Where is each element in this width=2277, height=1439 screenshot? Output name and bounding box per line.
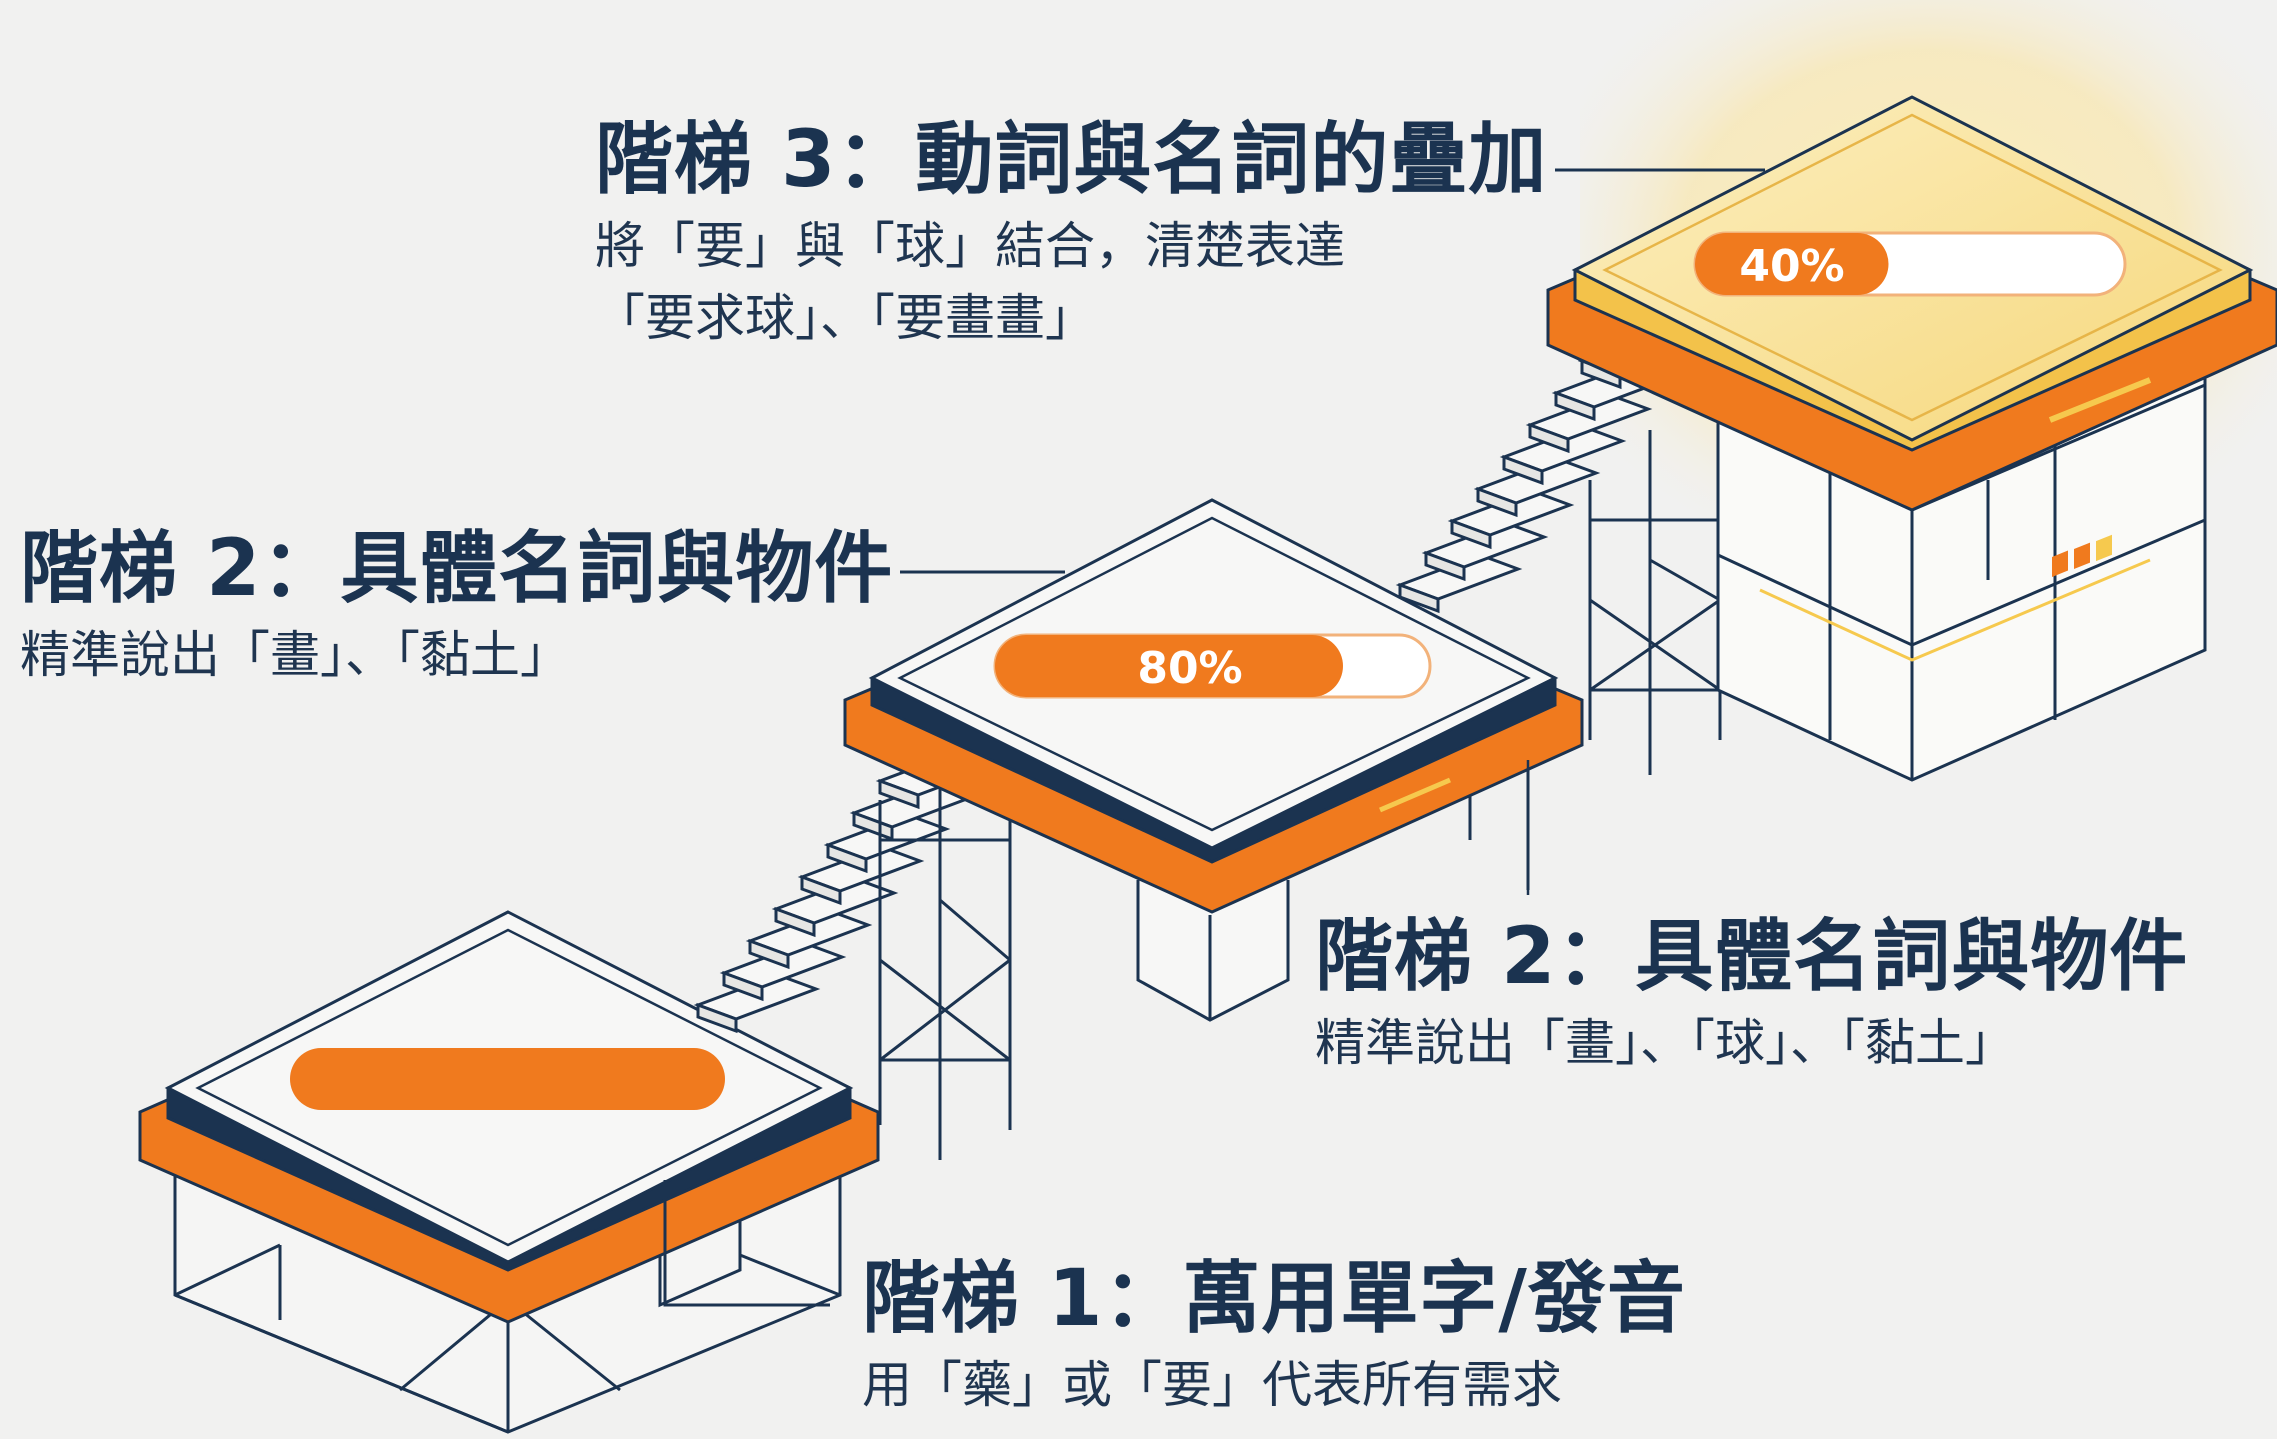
step2-left-label: 階梯 2：具體名詞與物件 精準說出「畫」、「黏土」 (20, 524, 894, 692)
upper-stair-riser (1502, 454, 1544, 486)
progress-bar-step1 (290, 1048, 725, 1110)
step2-right-label: 階梯 2：具體名詞與物件 精準說出「畫」、「球」、「黏土」 (1315, 912, 2189, 1080)
step2-left-title: 階梯 2：具體名詞與物件 (20, 524, 894, 614)
platform-step3 (1546, 95, 2277, 782)
upper-stair-riser (1554, 390, 1596, 422)
step2-left-line1: 精準說出「畫」、「黏土」 (20, 625, 570, 684)
lower-stair-riser (696, 1002, 738, 1034)
progress-bar-step2: 80% (993, 633, 1432, 699)
upper-stair-riser (1476, 486, 1518, 518)
upper-stair-riser (1450, 518, 1492, 550)
step1-description: 用「藥」或「要」代表所有需求 (862, 1349, 1686, 1422)
lower-stair-riser (722, 970, 764, 1002)
step3-title: 階梯 3：動詞與名詞的疊加 (595, 115, 1548, 205)
decorative-squares (2052, 534, 2112, 577)
upper-stair-riser (1398, 582, 1440, 614)
leader-lines (663, 168, 1765, 1307)
upper-stair-riser (1528, 422, 1570, 454)
step1-label: 階梯 1：萬用單字/發音 用「藥」或「要」代表所有需求 (862, 1254, 1686, 1422)
platform-step1 (138, 910, 880, 1434)
lower-stair-riser (878, 778, 920, 810)
step1-title: 階梯 1：萬用單字/發音 (862, 1254, 1686, 1344)
step2-right-description: 精準說出「畫」、「球」、「黏土」 (1315, 1007, 2188, 1080)
lower-stair-riser (826, 842, 868, 874)
step3-line2: 「要求球」、「要畫畫」 (595, 289, 1095, 348)
step2-right-title: 階梯 2：具體名詞與物件 (1315, 912, 2189, 1002)
step2-right-line1: 精準說出「畫」、「球」、「黏土」 (1315, 1013, 2015, 1072)
step1-line1: 用「藥」或「要」代表所有需求 (862, 1355, 1562, 1414)
lower-stair-riser (774, 906, 816, 938)
lower-stair-riser (800, 874, 842, 906)
progress-label-step2: 80% (1137, 643, 1242, 694)
upper-stair-riser (1424, 550, 1466, 582)
lower-stair-riser (748, 938, 790, 970)
progress-label-step3: 40% (1739, 241, 1844, 292)
progress-bar-step3: 40% (1693, 231, 2127, 297)
step3-line1: 將「要」與「球」結合，清楚表達 (595, 216, 1345, 275)
step2-left-description: 精準說出「畫」、「黏土」 (20, 619, 893, 692)
step3-label: 階梯 3：動詞與名詞的疊加 將「要」與「球」結合，清楚表達 「要求球」、「要畫畫… (595, 115, 1548, 355)
step3-description: 將「要」與「球」結合，清楚表達 「要求球」、「要畫畫」 (595, 210, 1547, 355)
